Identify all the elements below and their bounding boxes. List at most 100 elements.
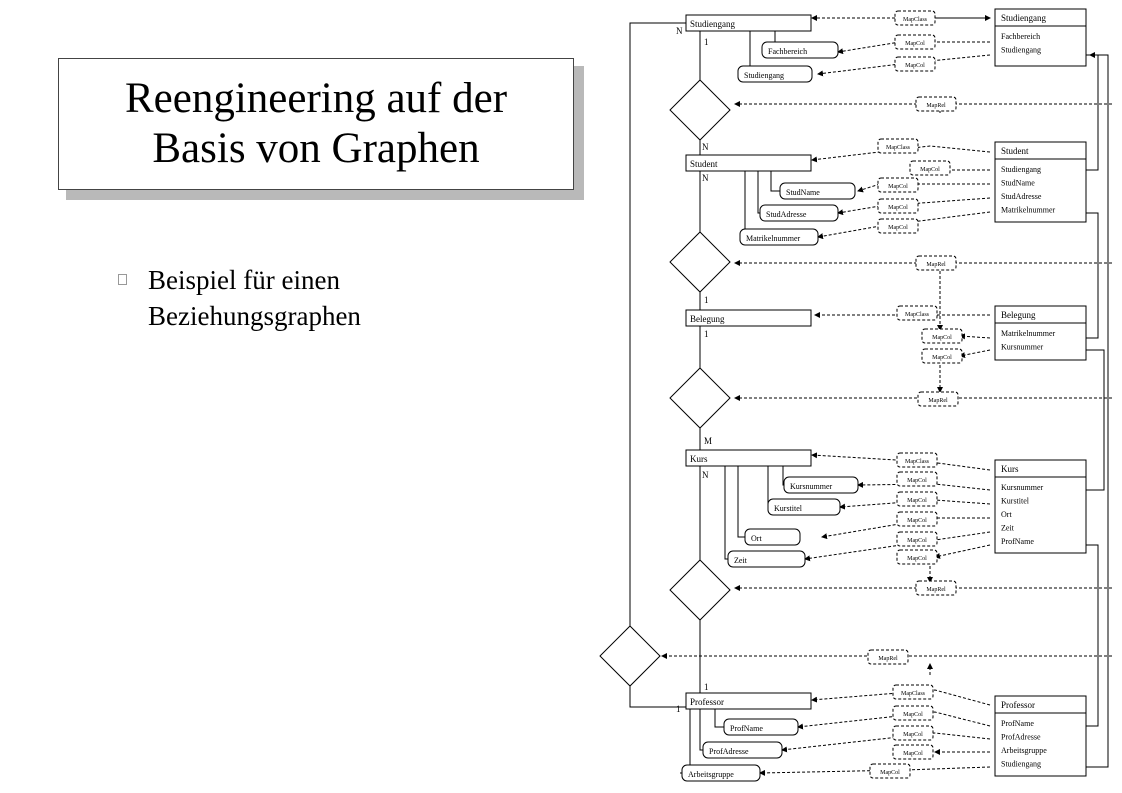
mapcol-box-label: MapCol bbox=[903, 751, 923, 757]
table-professor-column: Studiengang bbox=[1001, 760, 1041, 769]
mapcol-box-label: MapCol bbox=[907, 556, 927, 562]
table-professor-column: ProfAdresse bbox=[1001, 733, 1041, 742]
attr-profadresse-label: ProfAdresse bbox=[709, 747, 749, 756]
mapclass-box-label: MapClass bbox=[905, 312, 930, 318]
mapcol-box bbox=[892, 725, 934, 741]
mapcol-box bbox=[892, 705, 934, 721]
mapcol-box-label: MapCol bbox=[903, 732, 923, 738]
mapclass-box-label: MapClass bbox=[901, 691, 926, 697]
table-kurs bbox=[994, 459, 1087, 554]
attr-kurstitel-label: Kurstitel bbox=[774, 504, 803, 513]
maprel-box-label: MapRel bbox=[926, 103, 946, 109]
bullet-text: Beispiel für einen Beziehungsgraphen bbox=[148, 262, 361, 334]
mapcol-box-label: MapCol bbox=[907, 478, 927, 484]
mapcol-box-label: MapCol bbox=[907, 538, 927, 544]
cardinality-label: 1 bbox=[704, 329, 709, 339]
title-line-1: Reengineering auf der bbox=[124, 75, 508, 122]
entity-kurs-label: Kurs bbox=[690, 454, 708, 464]
mapcol-box bbox=[892, 744, 934, 760]
relationship-diamond bbox=[669, 79, 731, 141]
table-student-column: StudAdresse bbox=[1001, 192, 1042, 201]
cardinality-label: 1 bbox=[704, 295, 709, 305]
mapclass-box bbox=[894, 10, 936, 26]
attr-arbeitsgruppe-label: Arbeitsgruppe bbox=[688, 770, 734, 779]
mapcol-box bbox=[896, 491, 938, 507]
mapcol-box-label: MapCol bbox=[932, 355, 952, 361]
attr-studname-label: StudName bbox=[786, 188, 820, 197]
cardinality-label: N bbox=[702, 142, 709, 152]
bullet-line-2: Beziehungsgraphen bbox=[148, 301, 361, 331]
mapclass-box bbox=[896, 452, 938, 468]
table-student bbox=[994, 141, 1087, 223]
table-kurs-column: Zeit bbox=[1001, 524, 1015, 533]
table-professor-column: Arbeitsgruppe bbox=[1001, 746, 1047, 755]
mapcol-box bbox=[921, 328, 963, 344]
mapcol-box bbox=[896, 511, 938, 527]
table-studiengang-title: Studiengang bbox=[1001, 13, 1046, 23]
map-connector bbox=[781, 732, 991, 753]
table-studiengang-column: Studiengang bbox=[1001, 46, 1041, 55]
mapclass-box-label: MapClass bbox=[903, 17, 928, 23]
title-line-2: Basis von Graphen bbox=[152, 125, 480, 172]
attr-profname-label: ProfName bbox=[730, 724, 763, 733]
mapcol-box-label: MapCol bbox=[907, 498, 927, 504]
map-connector bbox=[959, 349, 991, 358]
maprel-box bbox=[915, 96, 957, 112]
table-kurs-column: Kursnummer bbox=[1001, 483, 1044, 492]
relationship-diamond bbox=[669, 367, 731, 429]
table-kurs-column: Ort bbox=[1001, 510, 1012, 519]
mapcol-box-label: MapCol bbox=[905, 41, 925, 47]
cardinality-label: N bbox=[702, 470, 709, 480]
mapclass-box-label: MapClass bbox=[905, 459, 930, 465]
cardinality-label: M bbox=[704, 436, 712, 446]
table-student-column: Studiengang bbox=[1001, 165, 1041, 174]
table-kurs-column: Kurstitel bbox=[1001, 497, 1030, 506]
map-connector bbox=[811, 689, 991, 706]
maprel-box bbox=[917, 391, 959, 407]
attr-studiengang bbox=[737, 65, 813, 83]
attr-zeit-label: Zeit bbox=[734, 556, 748, 565]
mapcol-box bbox=[921, 348, 963, 364]
cardinality-label: N bbox=[676, 26, 683, 36]
mapcol-box bbox=[869, 763, 911, 779]
attr-studiengang-label: Studiengang bbox=[744, 71, 784, 80]
attr-kursnummer bbox=[783, 476, 859, 494]
table-link-line bbox=[1086, 212, 1099, 339]
mapcol-box-label: MapCol bbox=[880, 770, 900, 776]
attr-fachbereich bbox=[761, 41, 839, 59]
table-link-line bbox=[1086, 544, 1099, 727]
table-link-line bbox=[1086, 52, 1109, 768]
mapcol-box-label: MapCol bbox=[907, 518, 927, 524]
attr-fachbereich-label: Fachbereich bbox=[768, 47, 807, 56]
table-student-column: Matrikelnummer bbox=[1001, 206, 1056, 215]
entity-student-label: Student bbox=[690, 159, 718, 169]
mapcol-box-label: MapCol bbox=[905, 63, 925, 69]
cardinality-label: 1 bbox=[704, 682, 709, 692]
maprel-box bbox=[915, 580, 957, 596]
maprel-box-label: MapRel bbox=[926, 262, 946, 268]
table-kurs-title: Kurs bbox=[1001, 464, 1019, 474]
relationship-diamond bbox=[599, 625, 661, 687]
mapclass-box bbox=[877, 138, 919, 154]
attr-ort-label: Ort bbox=[751, 534, 762, 543]
attr-studadresse-label: StudAdresse bbox=[766, 210, 807, 219]
relationship-diamond bbox=[669, 231, 731, 293]
table-belegung-title: Belegung bbox=[1001, 310, 1036, 320]
title-box: Reengineering auf der Basis von Graphen bbox=[58, 58, 574, 190]
map-connector bbox=[959, 333, 991, 340]
attr-studadresse bbox=[759, 204, 839, 222]
table-professor bbox=[994, 695, 1087, 777]
table-studiengang bbox=[994, 8, 1087, 67]
table-kurs-column: ProfName bbox=[1001, 537, 1034, 546]
entity-studiengang-label: Studiengang bbox=[690, 19, 735, 29]
attr-profname bbox=[723, 718, 799, 736]
mapcol-box-label: MapCol bbox=[920, 167, 940, 173]
attr-matrikelnummer-label: Matrikelnummer bbox=[746, 234, 801, 243]
mapcol-box bbox=[894, 56, 936, 72]
maprel-box bbox=[867, 649, 909, 665]
attr-zeit bbox=[727, 550, 806, 568]
mapcol-box bbox=[896, 531, 938, 547]
attr-line bbox=[680, 709, 691, 774]
maprel-box-label: MapRel bbox=[928, 398, 948, 404]
